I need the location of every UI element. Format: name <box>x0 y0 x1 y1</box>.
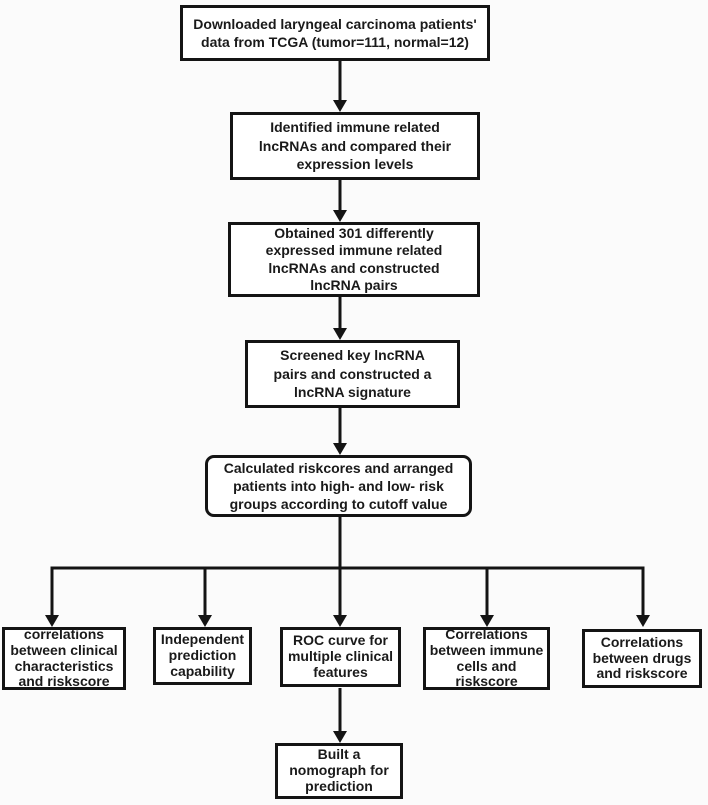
arrow-branch-immune <box>480 568 494 627</box>
arrow-branch-roc <box>333 568 347 627</box>
node-calculate-riskscores: Calculated riskcores and arranged patien… <box>205 455 472 517</box>
arrow-branch-clinical <box>45 568 59 627</box>
branch-rail <box>50 515 645 570</box>
node-drug-correlation: Correlations between drugs and riskscore <box>582 629 702 688</box>
node-download-data: Downloaded laryngeal carcinoma patients'… <box>180 5 490 61</box>
arrow-branch-drug <box>636 568 650 627</box>
arrow-identify-obtain <box>333 178 347 222</box>
arrow-download-identify <box>333 58 347 112</box>
node-obtain-lncrna-pairs: Obtained 301 differently expressed immun… <box>228 222 480 297</box>
arrow-obtain-screen <box>333 295 347 340</box>
node-immune-correlation: Correlations between immune cells and ri… <box>423 626 550 690</box>
node-identify-lncrnas: Identified immune related lncRNAs and co… <box>230 112 480 180</box>
arrow-screen-riskscore <box>333 406 347 455</box>
arrow-branch-independent <box>198 568 212 627</box>
node-screen-signature: Screened key lncRNA pairs and constructe… <box>245 340 460 408</box>
node-nomograph: Built a nomograph for prediction <box>275 743 403 799</box>
node-independent-prediction: Independent prediction capability <box>153 627 252 685</box>
node-clinical-correlation: correlations between clinical characteri… <box>2 626 126 690</box>
node-roc-curve: ROC curve for multiple clinical features <box>280 627 401 687</box>
arrow-roc-nomograph <box>333 688 347 743</box>
